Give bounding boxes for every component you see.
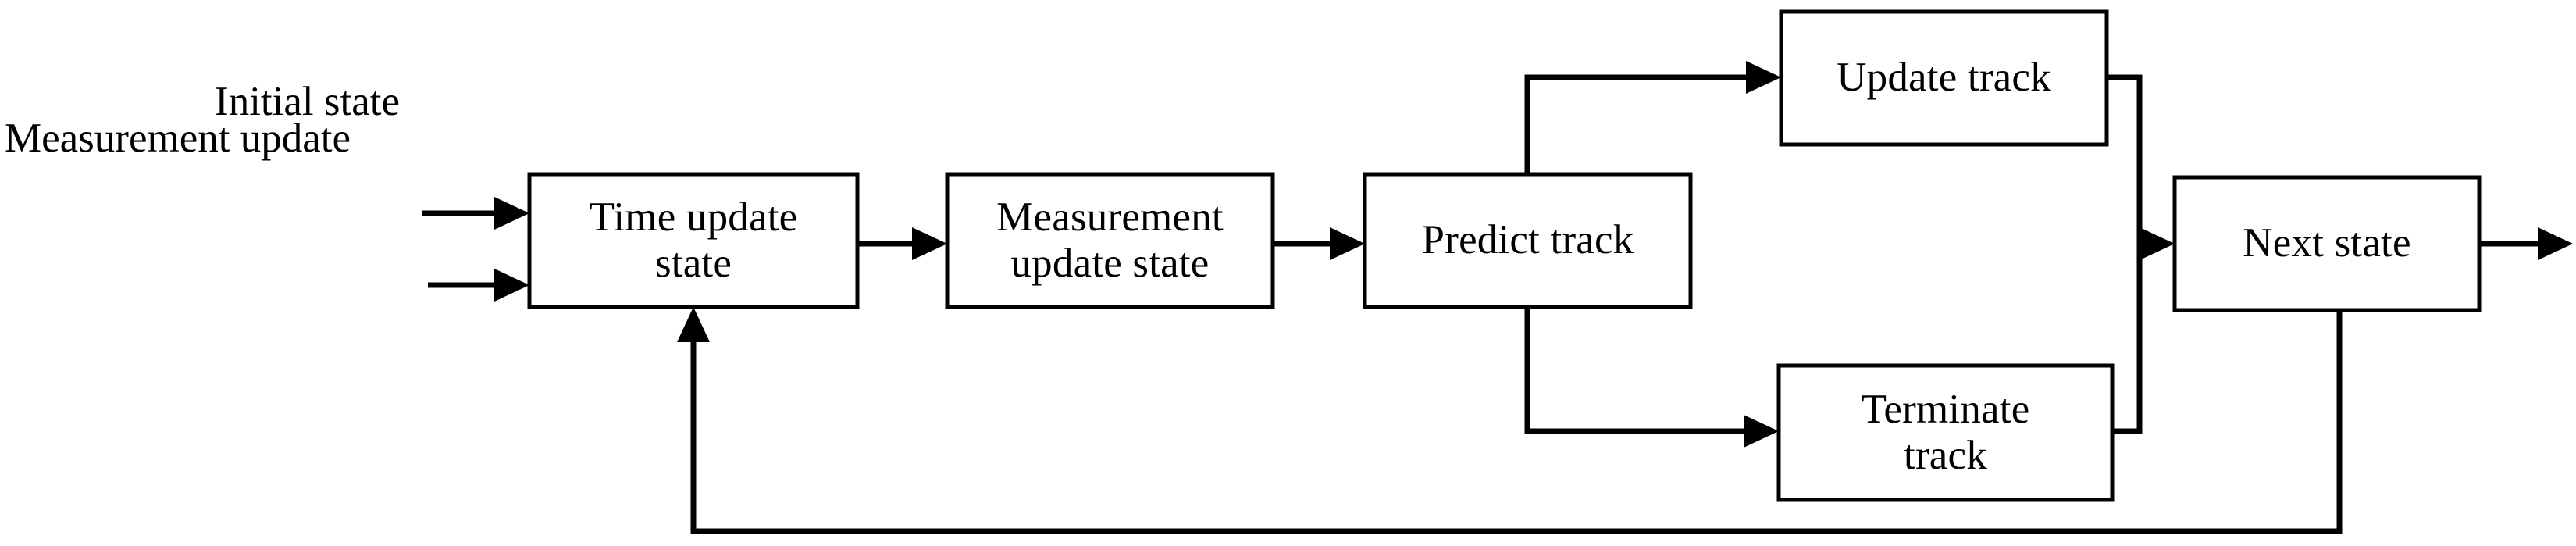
arrowhead-next-state-output (2538, 227, 2573, 260)
arrowhead-initial-state-to-time-update (494, 197, 529, 230)
edge-next-state-feedback-to-time-update (690, 310, 2343, 534)
edge-terminate-track-to-next-state (2112, 244, 2143, 434)
node-box-predict-track[interactable] (1363, 172, 1693, 309)
arrowhead-next-state-feedback-to-time-update (677, 307, 710, 342)
arrowhead-time-update-to-measurement-update-state (912, 227, 947, 260)
node-box-measurement-update-state[interactable] (945, 172, 1275, 309)
node-box-next-state[interactable] (2172, 175, 2482, 312)
input-label-initial-state: Initial state (215, 79, 400, 124)
arrowhead-measurement-update-to-time-update (494, 269, 529, 302)
arrowhead-update-track-to-next-state (2140, 227, 2175, 260)
node-box-terminate-track[interactable] (1776, 363, 2115, 502)
node-box-update-track[interactable] (1779, 9, 2109, 147)
edge-predict-track-to-update-track (1524, 74, 1763, 174)
input-label-measurement-update: Measurement update (5, 116, 351, 161)
arrowhead-predict-track-to-terminate-track (1744, 415, 1779, 448)
edge-predict-track-to-terminate-track (1524, 307, 1761, 434)
arrowhead-measurement-update-state-to-predict-track (1330, 227, 1365, 260)
arrowhead-predict-track-to-update-track (1746, 61, 1781, 94)
node-box-time-update-state[interactable] (527, 172, 860, 309)
edge-update-track-to-next-state (2107, 74, 2157, 247)
